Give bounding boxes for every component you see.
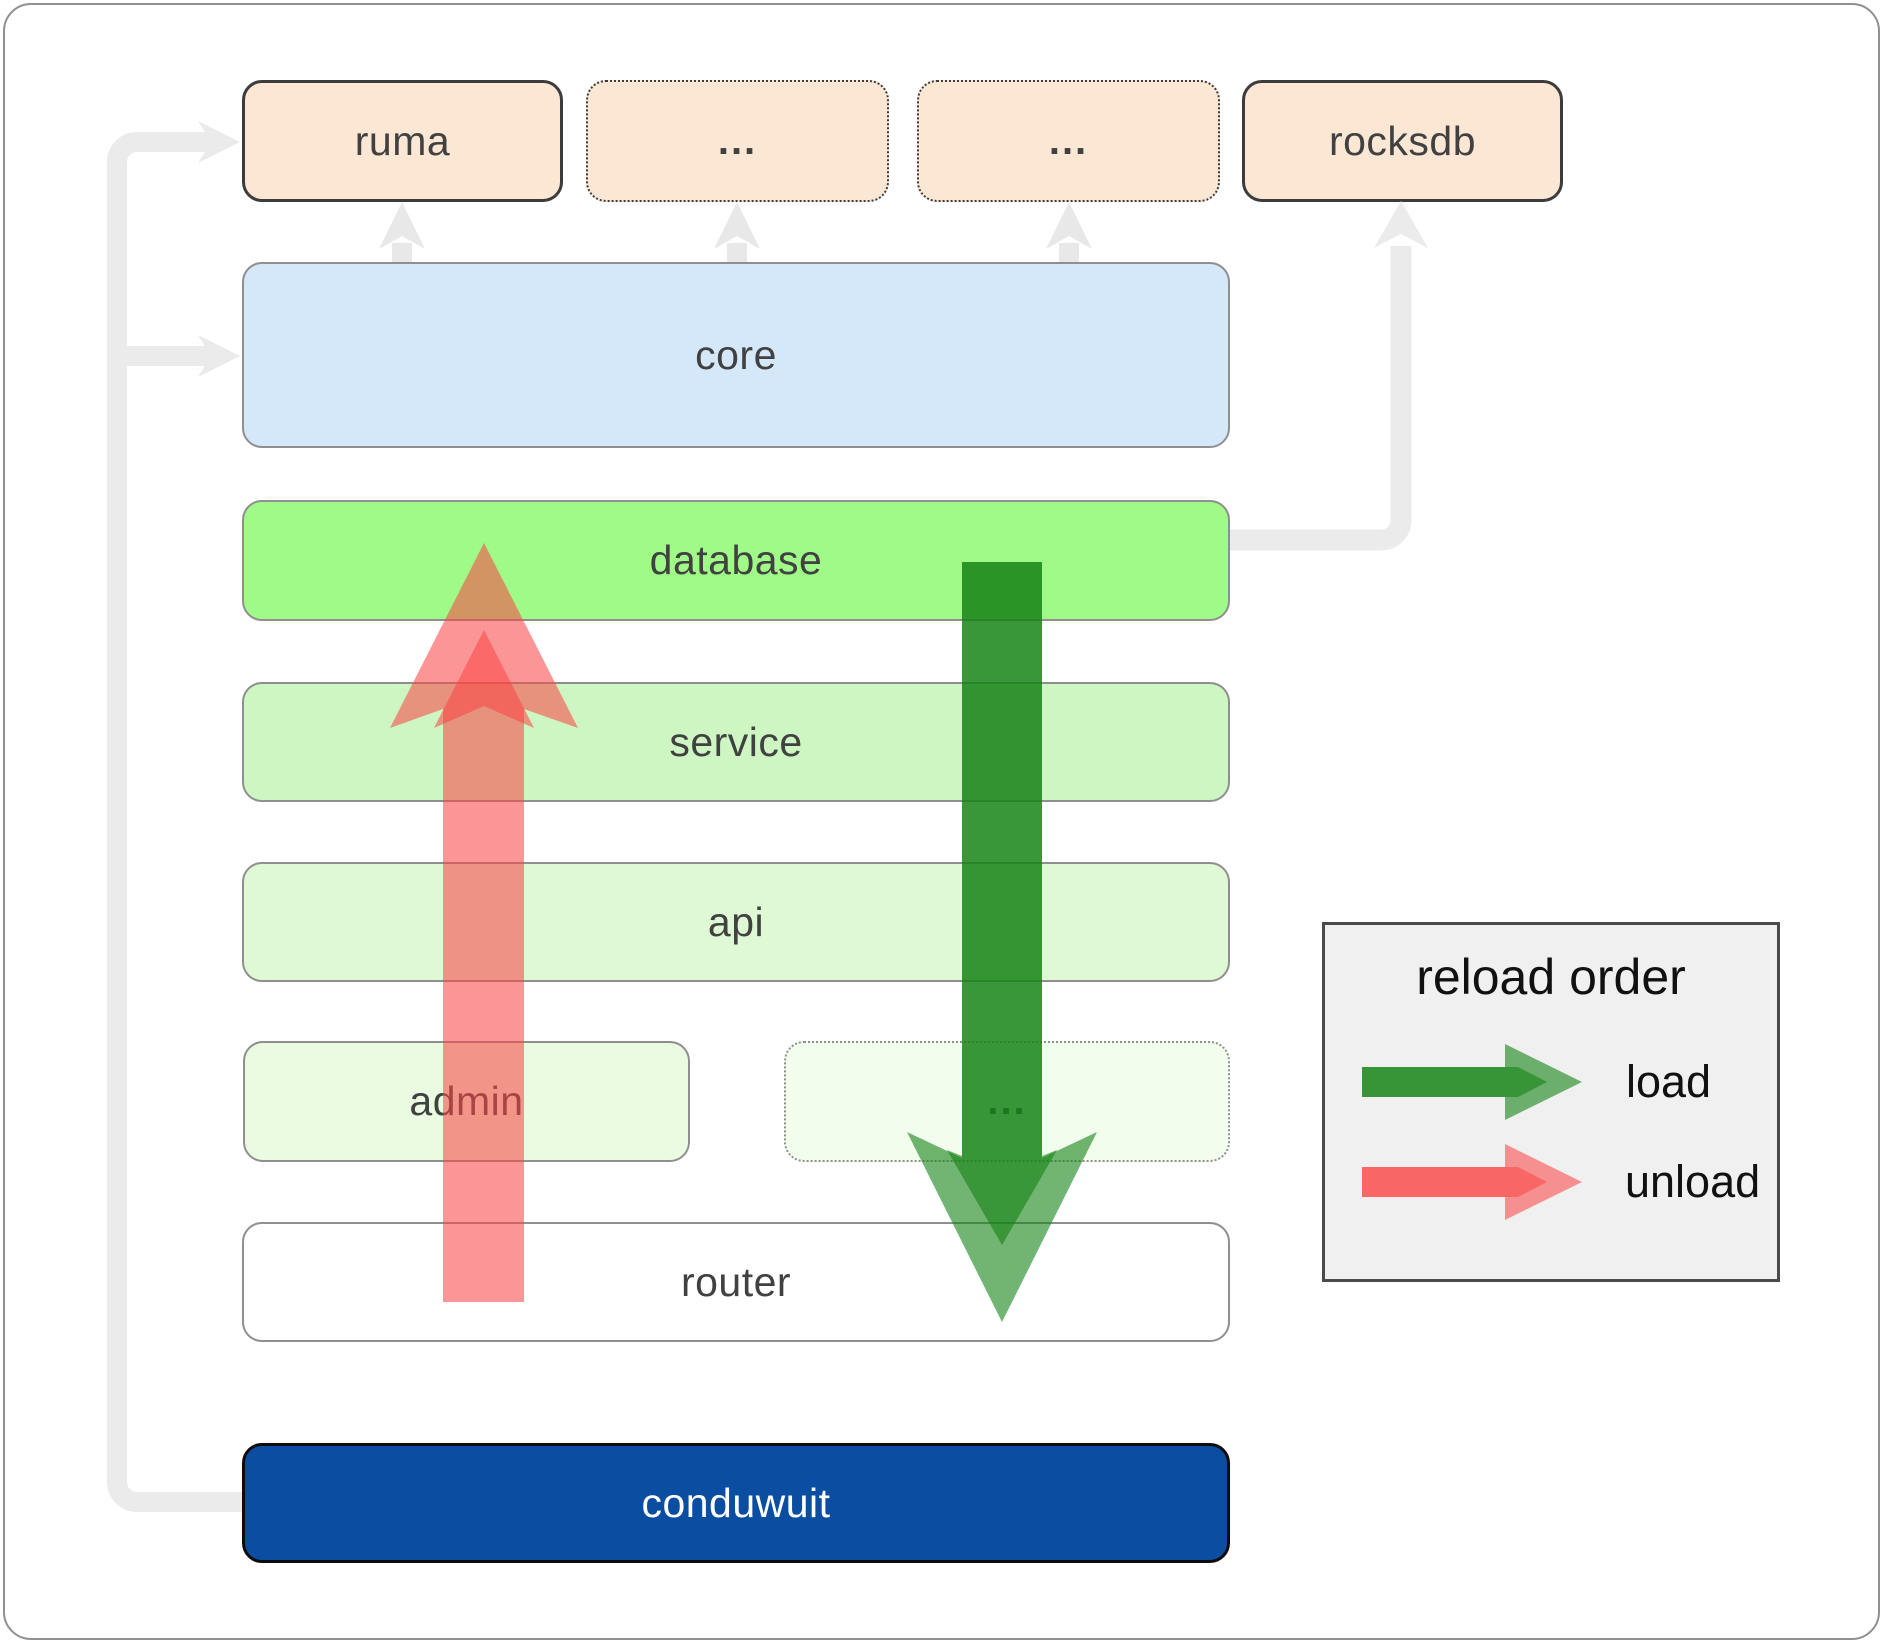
node-more-services-label: ...	[987, 1079, 1027, 1123]
diagram-frame	[3, 3, 1880, 1640]
legend-title: reload order	[1416, 949, 1686, 1005]
node-service: service	[242, 682, 1230, 802]
node-admin: admin	[243, 1041, 690, 1162]
node-more-crates-1-label: ...	[717, 118, 758, 163]
node-core-label: core	[695, 331, 777, 378]
node-database: database	[242, 500, 1230, 621]
legend-load-label: load	[1626, 1056, 1712, 1107]
node-conduwuit-label: conduwuit	[641, 1479, 831, 1526]
node-conduwuit: conduwuit	[242, 1443, 1230, 1563]
node-service-label: service	[669, 718, 803, 765]
node-ruma: ruma	[242, 80, 563, 202]
node-router-label: router	[680, 1258, 792, 1305]
node-core: core	[242, 262, 1230, 448]
node-rocksdb-label: rocksdb	[1328, 117, 1477, 164]
node-router: router	[242, 1222, 1230, 1342]
node-rocksdb: rocksdb	[1242, 80, 1563, 202]
node-more-crates-2: ...	[917, 80, 1220, 202]
node-database-label: database	[649, 537, 823, 583]
legend-unload-label: unload	[1625, 1156, 1761, 1207]
node-more-crates-2-label: ...	[1048, 118, 1089, 163]
node-more-services: ...	[784, 1041, 1230, 1162]
node-api-label: api	[707, 898, 765, 945]
node-api: api	[242, 862, 1230, 982]
node-admin-label: admin	[409, 1078, 524, 1124]
node-ruma-label: ruma	[354, 117, 451, 164]
node-more-crates-1: ...	[586, 80, 889, 202]
